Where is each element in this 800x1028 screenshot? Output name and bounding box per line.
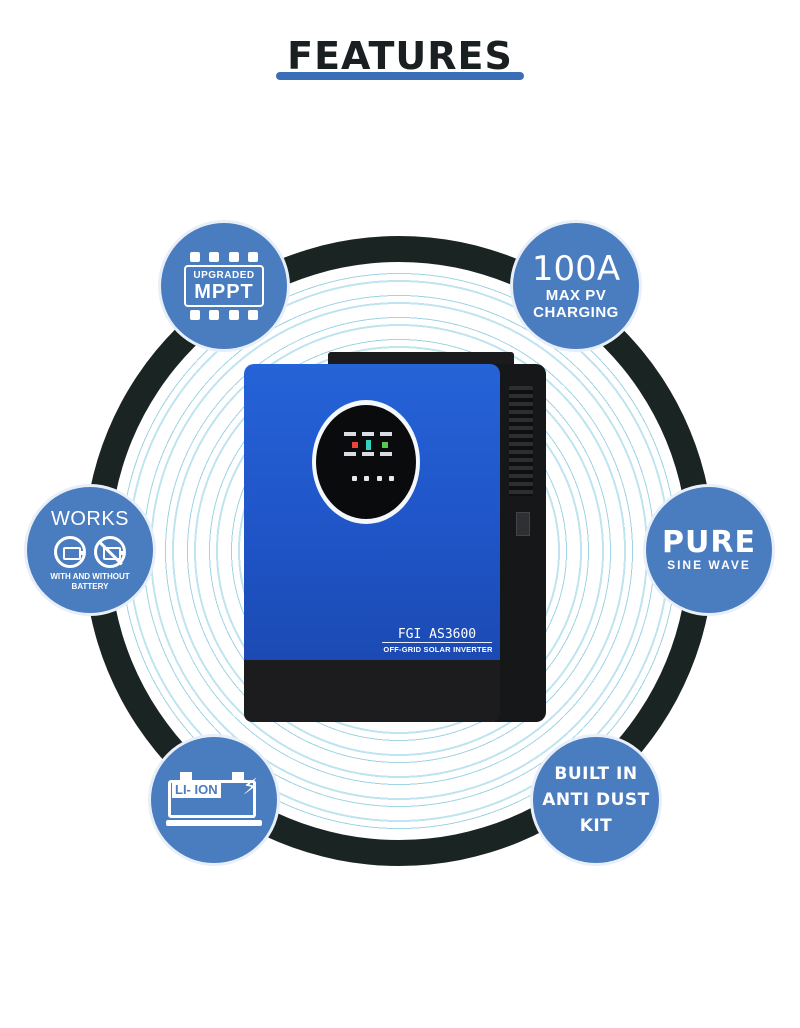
dust-line-built-in: BUILT IN [554,764,638,784]
side-vent [509,386,533,496]
chip-icon: UPGRADED MPPT [184,252,264,320]
no-battery-icon [94,536,126,568]
works-title: WORKS [50,508,130,530]
lcd-segments [344,432,394,466]
mounting-bracket [328,352,514,366]
feature-badge-anti-dust: BUILT IN ANTI DUST KIT [530,734,662,866]
inverter-bottom-cover [244,660,500,722]
charging-label-charging: CHARGING [533,304,619,321]
feature-badge-charging: 100A MAX PV CHARGING [510,220,642,352]
feature-badge-pure-sine: PURE SINE WAVE [643,484,775,616]
mppt-label-mppt: MPPT [194,281,254,303]
lithium-label: LI- ION [172,782,221,798]
page-title: FEATURES [287,34,513,78]
power-switch [516,512,530,536]
model-divider [382,642,492,643]
inverter-product-image: FGI AS3600 OFF-GRID SOLAR INVERTER [244,352,549,726]
dust-line-anti-dust: ANTI DUST [542,790,650,810]
header: FEATURES [276,30,524,82]
pure-title: PURE [662,525,756,560]
charging-current: 100A [531,249,621,289]
model-number: FGI AS3600 [397,627,477,642]
battery-icon [54,536,86,568]
control-keys [352,476,394,482]
feature-badge-works: WORKS WITH AND WITHOUT BATTERY [24,484,156,616]
dust-line-kit: KIT [579,816,613,836]
works-label-with-without: WITH AND WITHOUT [50,572,130,581]
charging-label-max-pv: MAX PV [545,287,607,304]
mppt-label-upgraded: UPGRADED [193,270,255,281]
product-description: OFF-GRID SOLAR INVERTER [383,645,493,654]
title-underline [276,72,524,80]
lcd-display [316,405,416,519]
feature-badge-lithium: LI- ION ⚡ [148,734,280,866]
works-label-battery: BATTERY [71,582,109,591]
feature-badge-mppt: UPGRADED MPPT [158,220,290,352]
battery-bolt-icon: LI- ION ⚡ [166,772,262,828]
sine-wave-label: SINE WAVE [667,558,751,572]
